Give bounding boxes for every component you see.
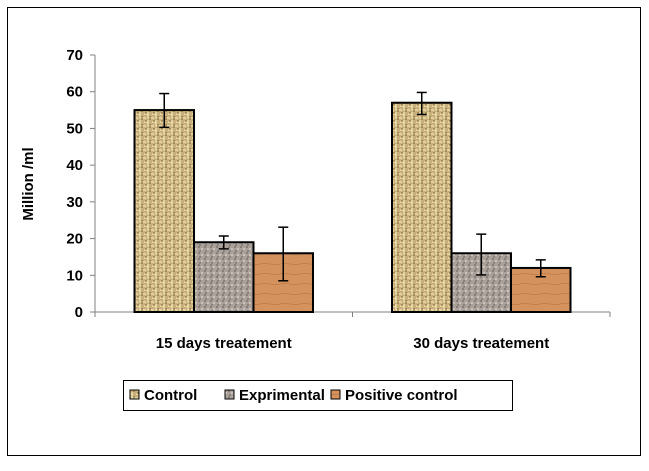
error-bar (416, 91, 427, 116)
legend-swatch (224, 389, 235, 400)
y-axis-label: Million /ml (20, 147, 37, 220)
error-bar (218, 235, 229, 250)
bar (391, 101, 453, 313)
y-tick-label: 30 (66, 194, 83, 211)
error-bar (535, 259, 546, 278)
y-tick-label: 60 (66, 84, 83, 101)
error-bar (159, 92, 170, 129)
bar (133, 109, 195, 313)
error-bar (476, 233, 487, 276)
y-tick-label: 0 (75, 304, 83, 321)
legend-label: Control (144, 387, 197, 404)
legend-label: Positive control (345, 387, 458, 404)
y-tick-label: 70 (66, 47, 83, 64)
legend-swatch (129, 389, 140, 400)
y-tick-label: 20 (66, 231, 83, 248)
bar (193, 241, 255, 313)
y-tick-label: 40 (66, 157, 83, 174)
legend-item: Positive control (330, 387, 458, 404)
legend-box (123, 380, 513, 411)
legend-swatch (330, 389, 341, 400)
legend-item: Exprimental (224, 387, 325, 404)
legend-label: Exprimental (239, 387, 325, 404)
legend: Control Exprimental Positive control (123, 380, 513, 411)
y-tick-label: 10 (66, 267, 83, 284)
error-bar (278, 226, 289, 282)
x-tick-label: 15 days treatement (156, 335, 292, 352)
legend-item: Control (129, 387, 197, 404)
y-tick-label: 50 (66, 120, 83, 137)
x-tick-label: 30 days treatement (413, 335, 549, 352)
